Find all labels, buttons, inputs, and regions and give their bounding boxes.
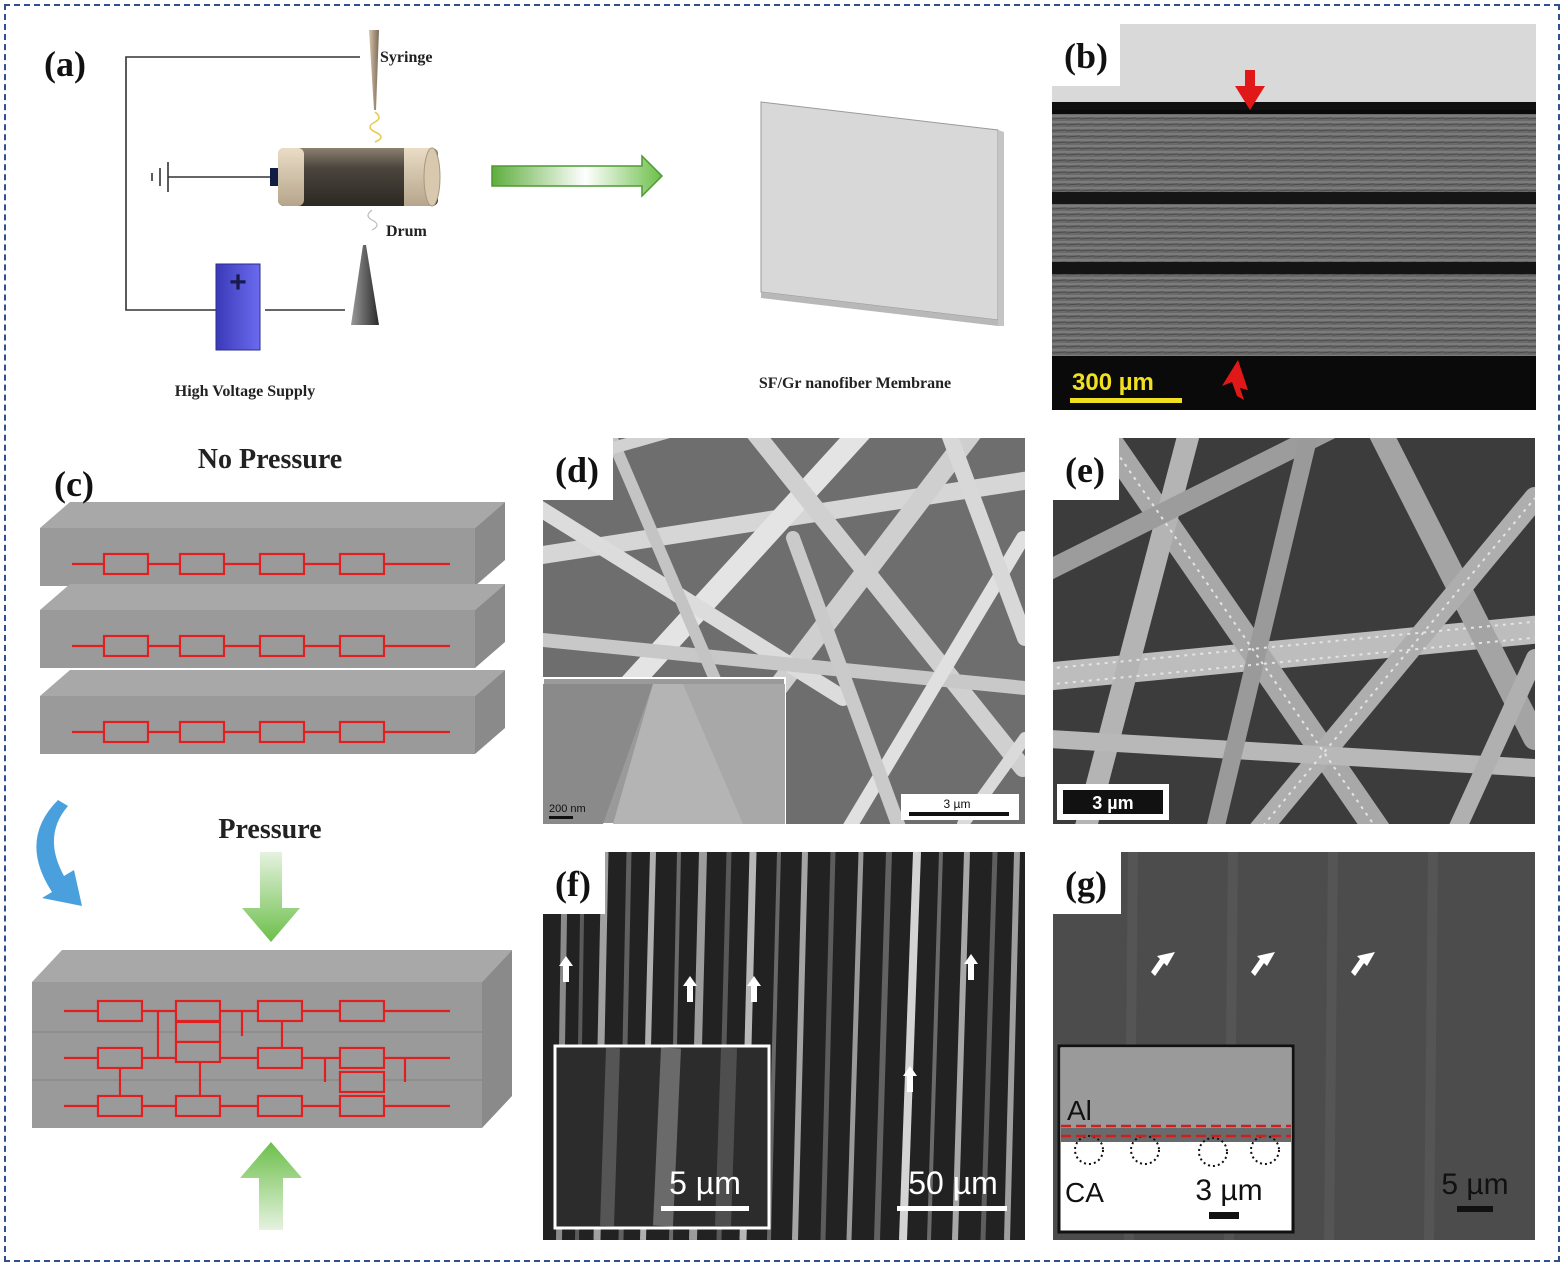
pressure-up-arrow-icon: [240, 1142, 302, 1230]
supply-label: High Voltage Supply: [175, 383, 316, 400]
panel-f-sem-aligned-fibers: 5 µm 50 µm (f): [543, 852, 1025, 1240]
fiber-jet-icon: [369, 111, 382, 143]
arrow-icon: [683, 976, 697, 1002]
syringe-needle-icon: [369, 30, 379, 110]
no-pressure-title: No Pressure: [198, 444, 342, 475]
layer-stack-pressed: [32, 950, 512, 1128]
arrow-icon: [903, 1066, 917, 1092]
arrow-icon: [1251, 952, 1275, 976]
circuit-pressed: [64, 999, 450, 1118]
inset-image: 200 nm: [543, 677, 786, 824]
membrane-label: SF/Gr nanofiber Membrane: [759, 375, 951, 392]
white-arrows: [559, 954, 978, 1092]
inset-scale-label: 3 µm: [1195, 1174, 1262, 1207]
panel-c-pressure-schematic: No Pressure: [20, 430, 525, 1245]
circuit-unpressed: [72, 552, 450, 744]
process-arrow-icon: [491, 154, 664, 198]
scale-label: 300 µm: [1072, 369, 1154, 396]
inset-scale-label: 200 nm: [549, 803, 586, 815]
panel-b-label: (b): [1052, 24, 1120, 86]
svg-text:+: +: [229, 266, 247, 299]
panel-a-label: (a): [44, 44, 86, 84]
red-arrow-top-icon: [1235, 70, 1265, 110]
arrow-icon: [1151, 952, 1175, 976]
laminated-surface-image: Al CA 3 µm 5 µm: [1053, 852, 1535, 1240]
rotate-arrow-icon: [36, 800, 82, 906]
panel-d-label: (d): [543, 438, 613, 500]
collector-needle-icon: [351, 245, 379, 325]
fiber-network-image: 200 nm 3 µm: [543, 438, 1025, 824]
layer-stack-unpressed: [40, 502, 505, 754]
arrow-icon: [559, 956, 573, 982]
aligned-fiber-image: 5 µm 50 µm: [543, 852, 1025, 1240]
scale-label: 5 µm: [1441, 1168, 1508, 1201]
scale-bar: [1457, 1206, 1493, 1212]
inset-image: 5 µm: [553, 1044, 771, 1230]
scale-label: 3 µm: [1092, 793, 1133, 813]
inset-image: Al CA 3 µm: [1057, 1044, 1295, 1234]
battery-icon: +: [215, 263, 261, 351]
scale-label: 3 µm: [944, 797, 971, 811]
scale-label: 50 µm: [908, 1165, 998, 1201]
cross-section-image: 300 µm: [1052, 24, 1536, 410]
inset-scale-label: 5 µm: [669, 1165, 741, 1201]
inset-scale-bar: [661, 1206, 749, 1211]
syringe-label: Syringe: [380, 49, 432, 66]
scale-bar: [897, 1206, 1007, 1211]
coated-fiber-strands: [1053, 438, 1535, 824]
red-arrow-bottom-icon: [1222, 360, 1248, 400]
pressure-title: Pressure: [218, 814, 321, 845]
inset-scale-bar: [1209, 1212, 1239, 1219]
arrow-icon: [964, 954, 978, 980]
membrane-icon: [760, 101, 1004, 326]
pressure-diagram: No Pressure: [32, 444, 512, 1230]
pressure-down-arrow-icon: [242, 852, 300, 942]
panel-g-label: (g): [1053, 852, 1121, 914]
panel-c-label: (c): [54, 464, 94, 504]
lower-jet-icon: [367, 209, 378, 231]
inset-top-label: Al: [1067, 1095, 1092, 1126]
panel-d-sem-fibers: 200 nm 3 µm (d): [543, 438, 1025, 824]
inset-bottom-label: CA: [1065, 1177, 1104, 1208]
panel-e-label: (e): [1053, 438, 1119, 500]
panel-f-label: (f): [543, 852, 605, 914]
ground-icon: [151, 162, 169, 192]
panel-e-sem-coated-fibers: 3 µm (e): [1053, 438, 1535, 824]
electrospinning-diagram: + Syringe Drum High Voltage Supply SF/Gr…: [125, 30, 1004, 400]
drum-label: Drum: [386, 223, 428, 240]
white-arrows: [1151, 952, 1375, 976]
arrow-icon: [747, 976, 761, 1002]
panel-b-sem-cross-section: 300 µm (b): [1052, 24, 1536, 410]
panel-a-electrospinning-schematic: + Syringe Drum High Voltage Supply SF/Gr…: [20, 20, 1040, 420]
figure-frame: [4, 4, 1560, 1262]
coated-fiber-image: 3 µm: [1053, 438, 1535, 824]
drum-icon: [270, 147, 441, 207]
scale-bar: [1070, 398, 1182, 403]
panel-g-sem-laminated: Al CA 3 µm 5 µm (g): [1053, 852, 1535, 1240]
circuit-wires: [125, 56, 360, 311]
scale-bar: [1063, 790, 1163, 814]
scale-bar: [909, 812, 1009, 816]
arrow-icon: [1351, 952, 1375, 976]
coating-texture: [1053, 438, 1535, 824]
